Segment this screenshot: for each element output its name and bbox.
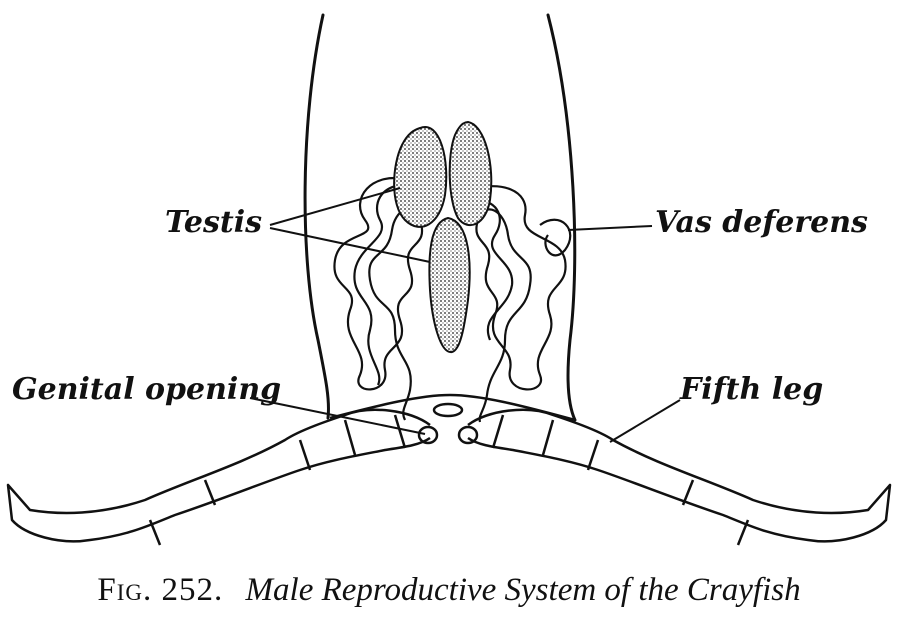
testis-leader-2 (269, 227, 431, 263)
testis-left-lobe (393, 126, 448, 228)
label-vas-deferens: Vas deferens (655, 205, 868, 240)
label-testis: Testis (165, 205, 263, 240)
label-genital-opening: Genital opening (12, 372, 282, 407)
sternum (329, 393, 576, 422)
label-fifth-leg: Fifth leg (680, 372, 824, 407)
genital-opening-left (417, 425, 439, 445)
vas-deferens-leader (567, 225, 653, 231)
vas-deferens-coils (333, 177, 572, 423)
fifth-leg-left (6, 408, 431, 543)
genital-opening-right (457, 425, 479, 445)
testis-lobes (393, 120, 493, 353)
testis-leader-1 (269, 187, 401, 226)
body-outline-right (546, 13, 577, 422)
genital-opening-leader (249, 397, 426, 435)
testis-posterior-lobe (428, 216, 471, 353)
figure-title: Male Reproductive System of the Crayfish (245, 572, 801, 608)
body-outline-left (303, 13, 330, 420)
testis-right-lobe (448, 120, 493, 227)
figure-number: Fig. 252. (97, 572, 224, 608)
fifth-leg-leader (609, 399, 681, 443)
leader-lines (249, 187, 681, 443)
figure-caption: Fig. 252. Male Reproductive System of th… (0, 572, 898, 609)
fifth-leg-right (467, 408, 892, 543)
legs (6, 393, 892, 546)
